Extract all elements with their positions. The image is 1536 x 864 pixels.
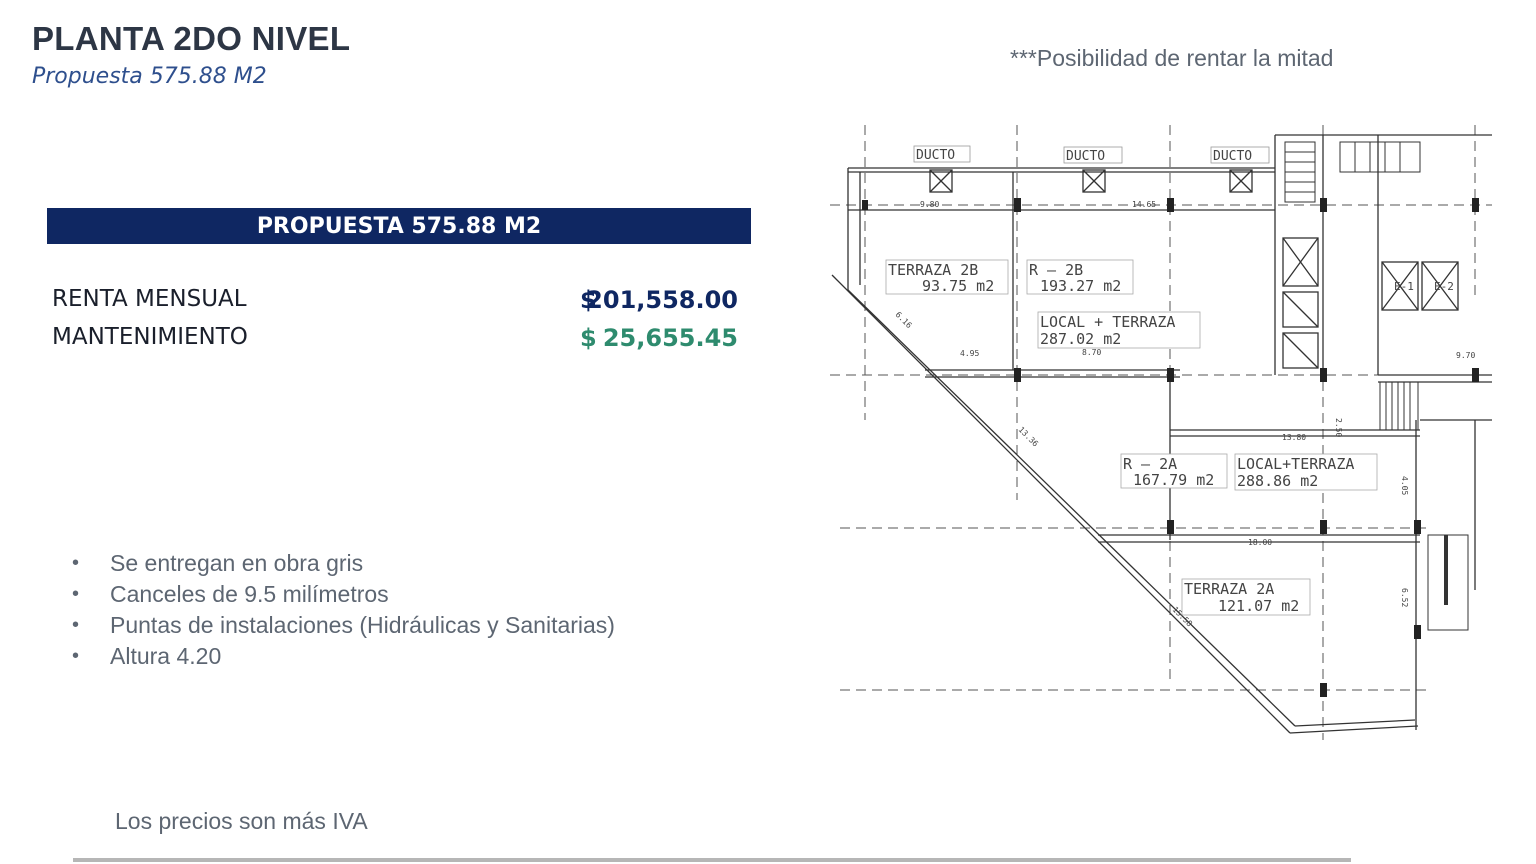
room-name: TERRAZA 2B	[888, 261, 978, 279]
room-name: TERRAZA 2A	[1184, 580, 1274, 598]
dimension-label: 8.70	[1082, 348, 1101, 357]
dimension-label: 6.16	[894, 310, 914, 330]
price-amount: 25,655.45	[602, 324, 738, 352]
page-subtitle: Propuesta 575.88 M2	[32, 64, 267, 89]
bullet-icon: •	[72, 614, 80, 636]
dimension-label: 9.70	[1456, 351, 1475, 360]
dimension-label: 13.80	[1282, 433, 1306, 442]
dimension-label: 14.65	[1132, 200, 1156, 209]
half-rent-note: ***Posibilidad de rentar la mitad	[1010, 45, 1334, 71]
currency-symbol: $	[580, 324, 597, 352]
dimension-label: 18.00	[1248, 538, 1272, 547]
room-area: 167.79 m2	[1133, 471, 1214, 489]
price-row-mantenimiento: MANTENIMIENTO $ 25,655.45	[52, 324, 742, 358]
room-name: LOCAL + TERRAZA	[1040, 313, 1175, 331]
room-area: 287.02 m2	[1040, 330, 1121, 348]
room-name: R – 2B	[1029, 261, 1083, 279]
floor-plan: DUCTO DUCTO DUCTO TERRAZA 2B 93.75 m2 R …	[830, 125, 1492, 740]
plan-labels: DUCTO DUCTO DUCTO TERRAZA 2B 93.75 m2 R …	[885, 145, 1454, 616]
dimension-label: 13.36	[1017, 425, 1041, 449]
price-label: MANTENIMIENTO	[52, 324, 248, 350]
page-title: PLANTA 2DO NIVEL	[32, 20, 351, 57]
footer-note: Los precios son más IVA	[115, 808, 368, 834]
dimension-label: 2.50	[1334, 418, 1343, 437]
price-label: RENTA MENSUAL	[52, 286, 247, 312]
grid-lines	[830, 125, 1492, 740]
room-area: 93.75 m2	[922, 277, 994, 295]
bullet-icon: •	[72, 552, 80, 574]
dimension-label: 6.52	[1400, 588, 1409, 607]
proposal-banner: PROPUESTA 575.88 M2	[47, 208, 751, 244]
list-item: • Canceles de 9.5 milímetros	[72, 579, 615, 610]
bullet-icon: •	[72, 583, 80, 605]
room-area: 121.07 m2	[1218, 597, 1299, 615]
room-area: 193.27 m2	[1040, 277, 1121, 295]
feature-text: Canceles de 9.5 milímetros	[110, 581, 389, 607]
feature-text: Altura 4.20	[110, 643, 222, 669]
footer-divider	[73, 858, 1351, 862]
room-name: R – 2A	[1123, 455, 1177, 473]
feature-list: • Se entregan en obra gris • Canceles de 9…	[72, 548, 615, 672]
feature-text: Se entregan en obra gris	[110, 550, 364, 576]
duct-label: DUCTO	[1213, 149, 1252, 164]
price-amount: 201,558.00	[586, 286, 738, 314]
bullet-icon: •	[72, 645, 80, 667]
price-row-renta: RENTA MENSUAL $ 201,558.00	[52, 286, 742, 320]
room-area: 288.86 m2	[1237, 472, 1318, 490]
room-name: LOCAL+TERRAZA	[1237, 455, 1354, 473]
currency-symbol: $	[580, 286, 597, 314]
list-item: • Se entregan en obra gris	[72, 548, 615, 579]
duct-label: DUCTO	[916, 148, 955, 163]
list-item: • Puntas de instalaciones (Hidráulicas y …	[72, 610, 615, 641]
dimension-label: 4.05	[1400, 476, 1409, 495]
duct-label: DUCTO	[1066, 149, 1105, 164]
list-item: • Altura 4.20	[72, 641, 615, 672]
elevator-label: E-2	[1434, 280, 1454, 293]
dimension-label: 9.80	[920, 200, 939, 209]
elevator-label: E-1	[1394, 280, 1414, 293]
dimension-label: 4.95	[960, 349, 979, 358]
feature-text: Puntas de instalaciones (Hidráulicas y S…	[110, 612, 615, 638]
